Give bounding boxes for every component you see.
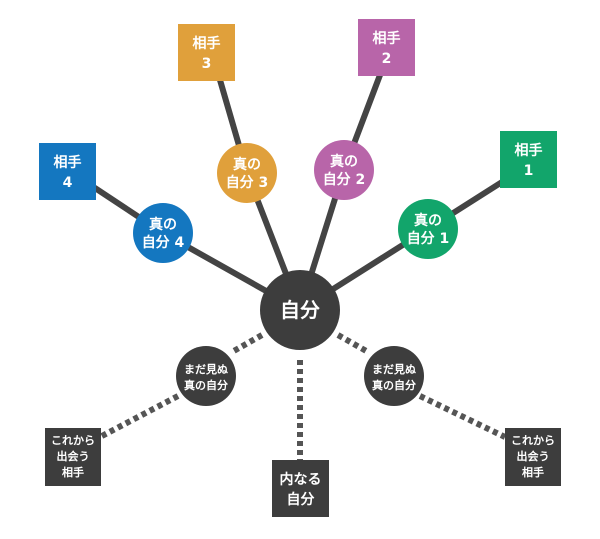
true-self-node-3: 真の自分 3 bbox=[217, 143, 277, 203]
dotted-lines bbox=[98, 332, 507, 462]
future-partner-box-left: これから出会う相手 bbox=[45, 428, 101, 486]
svg-text:まだ見ぬ真の自分: まだ見ぬ真の自分 bbox=[372, 363, 416, 392]
svg-text:真の自分 1: 真の自分 1 bbox=[407, 212, 450, 247]
true-self-node-4: 真の自分 4 bbox=[133, 203, 193, 263]
dotted-line-future-self-left-to-partner bbox=[98, 393, 180, 440]
svg-text:これから出会う相手: これから出会う相手 bbox=[511, 434, 555, 479]
svg-text:まだ見ぬ真の自分: まだ見ぬ真の自分 bbox=[184, 363, 228, 392]
svg-text:自分: 自分 bbox=[280, 298, 320, 322]
future-partner-box-right: これから出会う相手 bbox=[505, 428, 561, 486]
true-self-node-2: 真の自分 2 bbox=[314, 140, 374, 200]
true-self-node-1: 真の自分 1 bbox=[398, 199, 458, 259]
svg-text:真の自分 3: 真の自分 3 bbox=[226, 156, 269, 191]
svg-text:内なる自分: 内なる自分 bbox=[280, 471, 322, 508]
svg-text:相手1: 相手1 bbox=[515, 142, 543, 179]
dotted-line-future-self-right-to-partner bbox=[418, 393, 507, 440]
svg-text:真の自分 4: 真の自分 4 bbox=[142, 216, 185, 251]
dotted-line-center-to-future-self-left bbox=[230, 332, 264, 355]
svg-text:相手3: 相手3 bbox=[193, 35, 221, 72]
svg-text:真の自分 2: 真の自分 2 bbox=[323, 153, 366, 188]
future-self-node-left: まだ見ぬ真の自分 bbox=[176, 346, 236, 406]
future-self-node-right: まだ見ぬ真の自分 bbox=[364, 346, 424, 406]
svg-text:相手2: 相手2 bbox=[373, 30, 401, 67]
dotted-line-center-to-future-self-right bbox=[336, 332, 370, 355]
svg-text:相手4: 相手4 bbox=[54, 154, 82, 191]
inner-self-box: 内なる自分 bbox=[272, 460, 329, 517]
center-self-node: 自分 bbox=[260, 270, 340, 350]
svg-text:これから出会う相手: これから出会う相手 bbox=[51, 434, 95, 479]
